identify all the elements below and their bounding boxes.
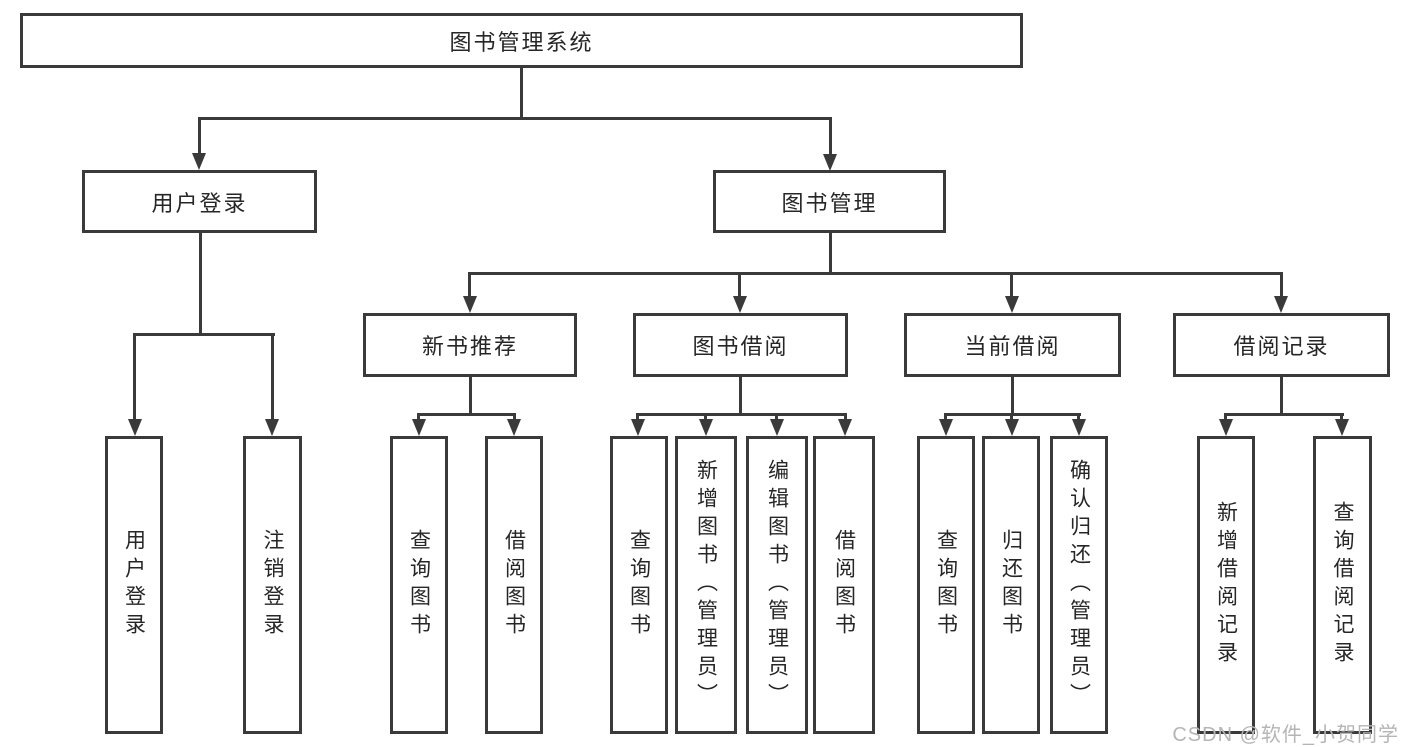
- connector: [468, 272, 1283, 275]
- node-root: 图书管理系统: [20, 13, 1023, 68]
- arrowhead-icon: [1335, 419, 1349, 436]
- connector: [198, 117, 201, 157]
- connector: [704, 413, 707, 423]
- arrowhead-icon: [412, 419, 426, 436]
- arrowhead-icon: [838, 419, 852, 436]
- leaf-confirm-return-admin: 确认归还（管理员）: [1050, 436, 1108, 734]
- connector: [199, 231, 202, 336]
- leaf-query-book-current: 查询图书: [917, 436, 975, 734]
- node-new-book-recommend: 新书推荐: [363, 313, 577, 377]
- arrowhead-icon: [463, 296, 477, 313]
- leaf-query-book-recommend: 查询图书: [390, 436, 448, 734]
- arrowhead-icon: [1005, 296, 1019, 313]
- leaf-add-book-admin: 新增图书（管理员）: [675, 436, 737, 734]
- connector: [133, 333, 136, 423]
- arrowhead-icon: [939, 419, 953, 436]
- connector: [1280, 272, 1283, 300]
- connector: [636, 413, 847, 416]
- arrowhead-icon: [192, 153, 206, 170]
- leaf-query-book-borrow: 查询图书: [610, 436, 668, 734]
- connector: [1010, 272, 1013, 300]
- arrowhead-icon: [1005, 419, 1019, 436]
- connector: [738, 272, 741, 300]
- node-current-borrow: 当前借阅: [904, 313, 1121, 377]
- node-user-login: 用户登录: [82, 170, 317, 233]
- leaf-return-book: 归还图书: [982, 436, 1040, 734]
- connector: [1224, 413, 1344, 416]
- arrowhead-icon: [699, 419, 713, 436]
- connector: [513, 413, 516, 423]
- arrowhead-icon: [823, 154, 837, 171]
- connector: [417, 413, 420, 423]
- watermark: CSDN @软件_小贺同学: [1172, 724, 1399, 746]
- connector: [1010, 413, 1013, 423]
- arrowhead-icon: [770, 419, 784, 436]
- arrowhead-icon: [1072, 419, 1086, 436]
- connector: [133, 333, 275, 336]
- connector: [469, 375, 472, 416]
- connector: [1224, 413, 1227, 423]
- leaf-edit-book-admin: 编辑图书（管理员）: [746, 436, 808, 734]
- connector: [468, 272, 471, 300]
- connector: [1340, 413, 1343, 423]
- connector: [271, 333, 274, 423]
- connector: [636, 413, 639, 423]
- leaf-borrow-book: 借阅图书: [813, 436, 875, 734]
- connector: [417, 413, 516, 416]
- leaf-logout: 注销登录: [243, 436, 302, 734]
- connector: [1011, 375, 1014, 416]
- leaf-add-borrow-record: 新增借阅记录: [1197, 436, 1255, 734]
- connector: [520, 66, 523, 119]
- arrowhead-icon: [631, 419, 645, 436]
- arrowhead-icon: [1219, 419, 1233, 436]
- connector: [944, 413, 947, 423]
- node-book-borrow: 图书借阅: [633, 313, 848, 377]
- connector: [1280, 375, 1283, 416]
- arrowhead-icon: [1274, 296, 1288, 313]
- connector: [775, 413, 778, 423]
- arrowhead-icon: [507, 419, 521, 436]
- arrowhead-icon: [265, 419, 279, 436]
- leaf-query-borrow-record: 查询借阅记录: [1313, 436, 1372, 734]
- arrowhead-icon: [128, 419, 142, 436]
- connector: [829, 231, 832, 275]
- leaf-user-login: 用户登录: [105, 436, 163, 734]
- connector: [198, 117, 832, 120]
- node-book-management: 图书管理: [713, 170, 946, 233]
- connector: [844, 413, 847, 423]
- leaf-borrow-book-recommend: 借阅图书: [485, 436, 543, 734]
- connector: [739, 375, 742, 416]
- connector: [1077, 413, 1080, 423]
- node-borrow-records: 借阅记录: [1173, 313, 1390, 377]
- connector: [829, 117, 832, 157]
- arrowhead-icon: [733, 296, 747, 313]
